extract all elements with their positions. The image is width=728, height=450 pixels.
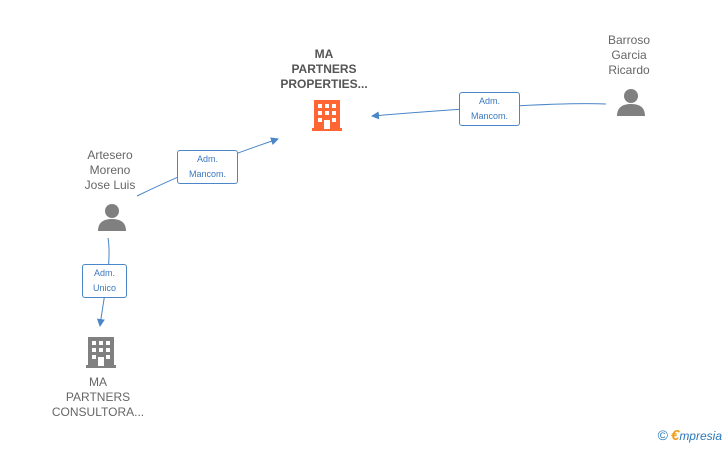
edge-label-line: Adm. bbox=[196, 154, 218, 164]
edge-label-artesero-to-properties[interactable]: Adm. Mancom. bbox=[177, 150, 238, 184]
copyright-icon: © bbox=[657, 427, 668, 443]
brand-logo-text: mpresia bbox=[679, 429, 722, 443]
node-label-line: Artesero bbox=[87, 148, 133, 162]
copyright-brand: ©€mpresia bbox=[658, 427, 722, 444]
node-label-line: Jose Luis bbox=[84, 178, 136, 192]
node-label-artesero: Artesero Moreno Jose Luis bbox=[65, 148, 155, 193]
node-label-line: PARTNERS bbox=[291, 62, 357, 76]
node-label-barroso: Barroso Garcia Ricardo bbox=[584, 33, 674, 78]
edge-label-line: Adm. bbox=[478, 96, 500, 106]
edge-label-artesero-to-consultora[interactable]: Adm. Unico bbox=[82, 264, 127, 298]
node-label-line: MA bbox=[314, 47, 334, 61]
building-icon[interactable] bbox=[84, 334, 118, 369]
person-icon[interactable] bbox=[615, 87, 647, 117]
building-icon[interactable] bbox=[310, 97, 344, 132]
node-label-line: Ricardo bbox=[608, 63, 650, 77]
node-label-line: CONSULTORA... bbox=[51, 405, 145, 419]
node-label-line: PARTNERS bbox=[65, 390, 131, 404]
node-label-line: Barroso bbox=[607, 33, 651, 47]
edge-label-line: Adm. bbox=[93, 268, 115, 278]
brand-logo-initial: € bbox=[670, 427, 680, 444]
edge-label-line: Mancom. bbox=[188, 169, 226, 179]
edge-label-line: Unico bbox=[92, 283, 116, 293]
person-icon[interactable] bbox=[96, 202, 128, 232]
node-label-ma-partners-properties: MA PARTNERS PROPERTIES... bbox=[254, 47, 394, 92]
edge-label-line: Mancom. bbox=[470, 111, 508, 121]
node-label-line: Garcia bbox=[611, 48, 647, 62]
edge-label-barroso-to-properties[interactable]: Adm. Mancom. bbox=[459, 92, 520, 126]
node-label-line: PROPERTIES... bbox=[280, 77, 368, 91]
node-label-line: MA bbox=[89, 375, 107, 389]
node-label-ma-partners-consultora: MA PARTNERS CONSULTORA... bbox=[38, 375, 158, 420]
node-label-line: Moreno bbox=[89, 163, 131, 177]
